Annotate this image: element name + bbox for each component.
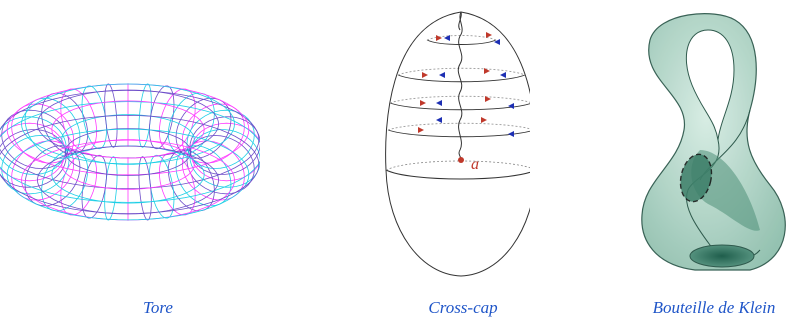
equator-front	[385, 169, 530, 180]
torus-wire	[0, 114, 260, 215]
klein-bottom-opening	[689, 244, 755, 268]
arrow-blue	[508, 131, 514, 137]
arrow-blue	[500, 72, 506, 78]
torus-wire	[6, 83, 250, 176]
arrow-red	[420, 100, 426, 106]
torus-wire	[51, 145, 205, 204]
torus-wire	[0, 101, 260, 203]
torus-wire	[61, 114, 195, 165]
cross-cap-figure: a	[330, 0, 530, 290]
torus-wire	[21, 83, 235, 165]
arrow-blue	[444, 35, 450, 41]
point-a-dot	[458, 157, 464, 163]
cross-cap-seam	[457, 11, 463, 161]
torus-figure	[0, 0, 260, 290]
cross-cap-outline	[385, 11, 530, 277]
torus-wire	[0, 89, 260, 190]
arrow-red	[481, 117, 487, 123]
torus-wire	[64, 128, 192, 176]
torus-wire	[51, 100, 205, 159]
arrow-red	[485, 96, 491, 102]
arrow-red	[418, 127, 424, 133]
arrow-blue	[494, 39, 500, 45]
klein-self-intersection	[679, 153, 713, 203]
direction-arrows	[418, 32, 514, 137]
caption-cross-cap: Cross-cap	[428, 298, 498, 317]
klein-bottle-figure	[600, 0, 803, 290]
point-a-label: a	[471, 156, 479, 173]
torus-wire	[6, 128, 250, 221]
torus-wireframe	[0, 83, 260, 221]
caption-klein-bottle: Bouteille de Klein	[652, 298, 776, 317]
torus-wire	[0, 122, 66, 182]
torus-wire	[36, 145, 219, 215]
torus-wire	[61, 139, 195, 190]
arrow-blue	[508, 103, 514, 109]
arrow-blue	[439, 72, 445, 78]
equator-back	[385, 160, 530, 171]
arrow-red	[486, 32, 492, 38]
torus-wire	[36, 89, 219, 159]
arrow-red	[422, 72, 428, 78]
klein-bottle-drawing	[641, 13, 786, 271]
arrow-red	[484, 68, 490, 74]
arrow-blue	[436, 117, 442, 123]
arrow-blue	[436, 100, 442, 106]
arrow-red	[436, 35, 442, 41]
caption-torus: Tore	[143, 298, 173, 317]
torus-wire	[21, 139, 235, 221]
cross-cap-drawing: a	[385, 11, 530, 277]
